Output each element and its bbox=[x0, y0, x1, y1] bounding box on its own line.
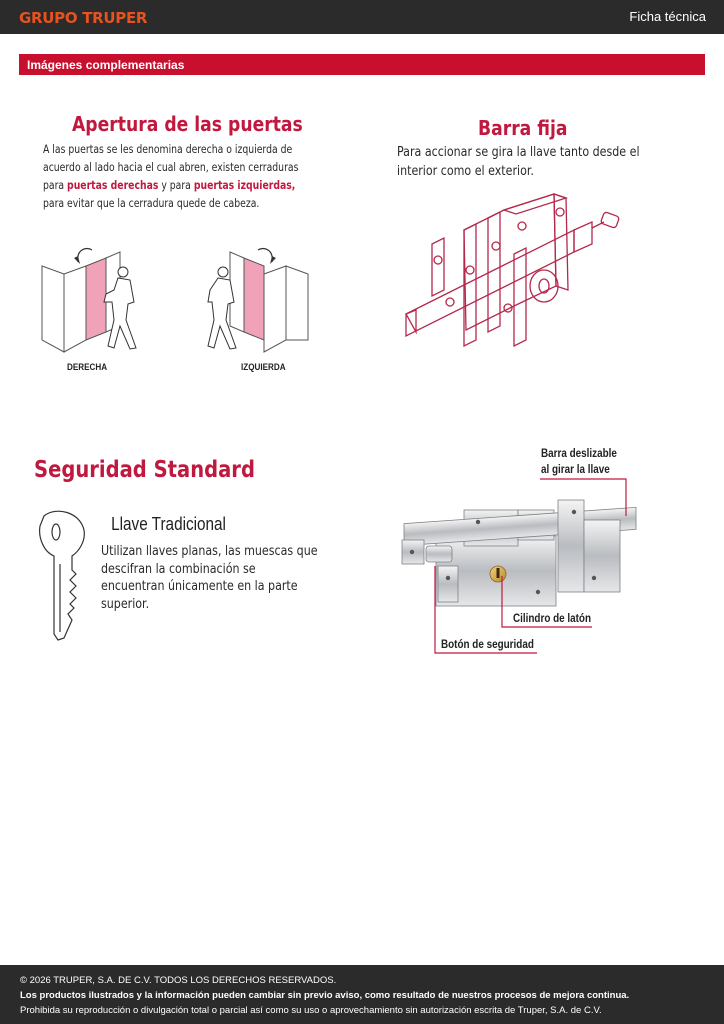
traditional-key-description: Utilizan llaves planas, las muescas que … bbox=[101, 544, 318, 612]
barra-fija-title: Barra fija bbox=[478, 116, 568, 140]
apertura-title: Apertura de las puertas bbox=[72, 112, 303, 136]
left-door-illustration bbox=[207, 247, 309, 353]
barra-fija-description: Para accionar se gira la llave tanto des… bbox=[397, 145, 640, 179]
callout-sliding-bar-line bbox=[540, 478, 627, 516]
right-door-illustration bbox=[41, 247, 137, 353]
left-door-label: IZQUIERDA bbox=[241, 362, 286, 372]
callout-brass-cylinder: Cilindro de latón bbox=[513, 613, 592, 625]
footer-notice: Los productos ilustrados y la informació… bbox=[20, 990, 630, 1001]
section-title: Imágenes complementarias bbox=[27, 58, 185, 72]
seguridad-standard-title: Seguridad Standard bbox=[34, 457, 255, 483]
footer-copyright: © 2026 TRUPER, S.A. DE C.V. TODOS LOS DE… bbox=[20, 975, 337, 986]
footer-prohibition: Prohibida su reproducción o divulgación … bbox=[20, 1005, 602, 1016]
page-footer: © 2026 TRUPER, S.A. DE C.V. TODOS LOS DE… bbox=[0, 965, 724, 1024]
callout-brass-cylinder-line bbox=[501, 576, 592, 628]
left-doors-highlight: puertas izquierdas, bbox=[193, 179, 296, 192]
traditional-key-title: Llave Tradicional bbox=[111, 514, 226, 534]
doc-type-label: Ficha técnica bbox=[629, 9, 706, 24]
callout-security-button: Botón de seguridad bbox=[441, 639, 534, 651]
truper-logo: GRUPO TRUPER bbox=[19, 9, 148, 27]
fixed-bar-lock-drawing bbox=[405, 193, 620, 348]
right-doors-highlight: puertas derechas bbox=[67, 179, 159, 192]
page-header: GRUPO TRUPER Ficha técnica bbox=[0, 0, 724, 34]
right-door-label: DERECHA bbox=[67, 362, 108, 372]
lock-product-image bbox=[401, 499, 637, 607]
flat-key-icon bbox=[39, 510, 85, 641]
section-title-bar: Imágenes complementarias bbox=[19, 54, 705, 75]
callout-security-button-line bbox=[434, 566, 537, 654]
apertura-description: A las puertas se les denomina derecha o … bbox=[43, 143, 299, 210]
